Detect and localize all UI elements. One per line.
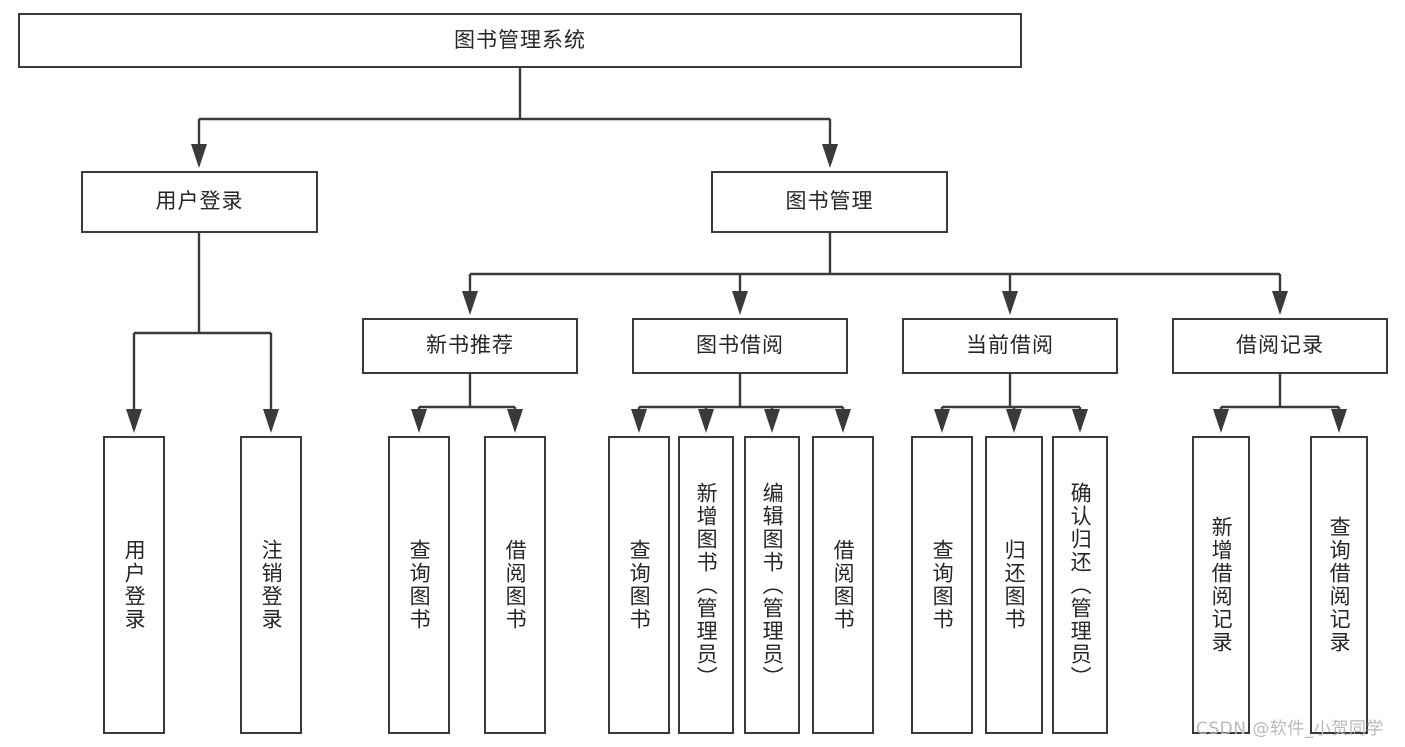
arrowhead-query-borrow-record <box>1331 409 1347 433</box>
arrowhead-leaf-logout <box>263 409 279 433</box>
arrowhead-book-borrow <box>732 291 748 315</box>
leaf-confirm-return-admin[interactable]: 确认归还（管理员） <box>1052 436 1108 734</box>
node-user-login-label: 用户登录 <box>155 189 244 214</box>
leaf-query-borrow-record-label: 查询借阅记录 <box>1327 516 1352 654</box>
arrowhead-query-book-2 <box>631 409 647 433</box>
arrowhead-new-book-recommend <box>462 291 478 315</box>
arrowhead-book-management <box>822 144 838 168</box>
node-book-borrow[interactable]: 图书借阅 <box>632 318 848 374</box>
arrowhead-edit-book-admin <box>764 409 780 433</box>
node-user-login[interactable]: 用户登录 <box>81 171 318 233</box>
leaf-borrow-book-2[interactable]: 借阅图书 <box>812 436 874 734</box>
node-current-borrow-label: 当前借阅 <box>966 333 1054 358</box>
node-borrow-record-label: 借阅记录 <box>1236 333 1324 358</box>
leaf-edit-book-admin-label: 编辑图书（管理员） <box>760 481 785 689</box>
leaf-add-book-admin[interactable]: 新增图书（管理员） <box>678 436 734 734</box>
leaf-query-borrow-record[interactable]: 查询借阅记录 <box>1310 436 1368 734</box>
leaf-logout-label: 注销登录 <box>259 539 284 631</box>
arrowhead-query-book-3 <box>934 409 950 433</box>
arrowhead-borrow-record <box>1272 291 1288 315</box>
leaf-query-book-2[interactable]: 查询图书 <box>608 436 670 734</box>
node-book-management[interactable]: 图书管理 <box>711 171 948 233</box>
leaf-user-login-label: 用户登录 <box>122 539 147 631</box>
leaf-confirm-return-admin-label: 确认归还（管理员） <box>1068 481 1093 689</box>
leaf-return-book[interactable]: 归还图书 <box>985 436 1043 734</box>
arrowhead-leaf-user-login <box>126 409 142 433</box>
arrowhead-borrow-book-1 <box>507 409 523 433</box>
leaf-borrow-book-1-label: 借阅图书 <box>503 539 528 631</box>
leaf-query-book-1[interactable]: 查询图书 <box>388 436 450 734</box>
arrowhead-current-borrow <box>1002 291 1018 315</box>
leaf-add-borrow-record[interactable]: 新增借阅记录 <box>1192 436 1250 734</box>
leaf-query-book-3[interactable]: 查询图书 <box>911 436 973 734</box>
arrowhead-borrow-book-2 <box>835 409 851 433</box>
arrowhead-add-book-admin <box>698 409 714 433</box>
node-root[interactable]: 图书管理系统 <box>18 13 1022 68</box>
node-root-label: 图书管理系统 <box>454 27 586 52</box>
node-book-management-label: 图书管理 <box>785 189 874 214</box>
arrowhead-user-login <box>191 144 207 168</box>
arrowhead-return-book <box>1006 409 1022 433</box>
arrowhead-add-borrow-record <box>1213 409 1229 433</box>
arrowhead-confirm-return-admin <box>1072 409 1088 433</box>
node-new-book-recommend-label: 新书推荐 <box>426 333 514 358</box>
node-current-borrow[interactable]: 当前借阅 <box>902 318 1118 374</box>
node-book-borrow-label: 图书借阅 <box>696 333 784 358</box>
leaf-add-borrow-record-label: 新增借阅记录 <box>1209 516 1234 654</box>
arrowhead-query-book-1 <box>411 409 427 433</box>
leaf-borrow-book-1[interactable]: 借阅图书 <box>484 436 546 734</box>
node-new-book-recommend[interactable]: 新书推荐 <box>362 318 578 374</box>
leaf-borrow-book-2-label: 借阅图书 <box>831 539 856 631</box>
leaf-query-book-1-label: 查询图书 <box>407 539 432 631</box>
leaf-add-book-admin-label: 新增图书（管理员） <box>694 481 719 689</box>
leaf-query-book-2-label: 查询图书 <box>627 539 652 631</box>
csdn-watermark: CSDN @软件_小贺同学 <box>1196 719 1384 739</box>
leaf-query-book-3-label: 查询图书 <box>930 539 955 631</box>
node-borrow-record[interactable]: 借阅记录 <box>1172 318 1388 374</box>
leaf-edit-book-admin[interactable]: 编辑图书（管理员） <box>744 436 800 734</box>
leaf-return-book-label: 归还图书 <box>1002 539 1027 631</box>
leaf-logout[interactable]: 注销登录 <box>240 436 302 734</box>
leaf-user-login[interactable]: 用户登录 <box>103 436 165 734</box>
